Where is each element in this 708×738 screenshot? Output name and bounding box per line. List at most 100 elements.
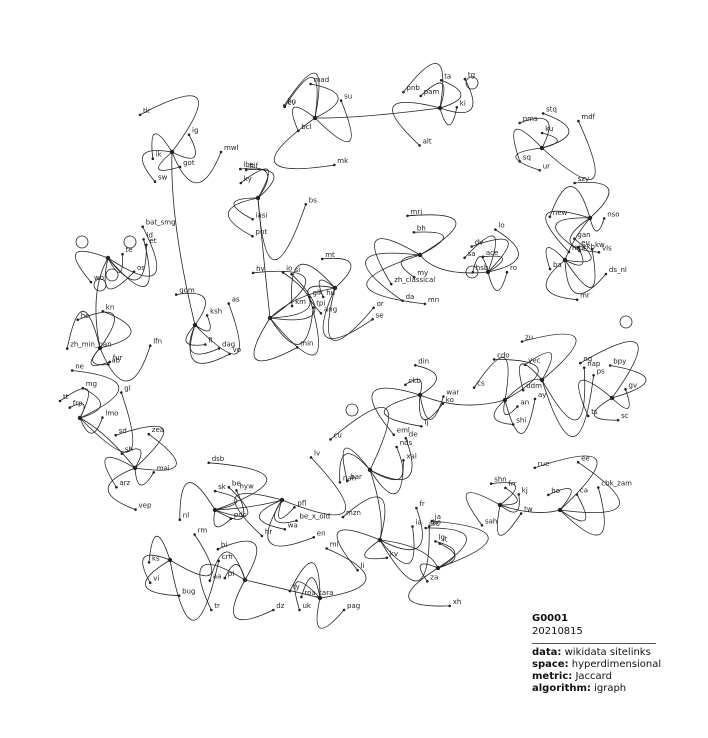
- graph-node-label: shi: [516, 417, 526, 425]
- graph-edge: [384, 394, 422, 427]
- graph-node: [441, 402, 445, 406]
- graph-node-label: wa: [288, 521, 298, 529]
- graph-hub-node: [485, 269, 491, 275]
- graph-hub-node: [279, 497, 285, 503]
- graph-node: [578, 249, 581, 253]
- graph-hub-node: [332, 285, 338, 291]
- graph-node: [210, 608, 213, 612]
- graph-edge: [208, 462, 268, 511]
- graph-node-label: pl: [228, 570, 234, 578]
- graph-edge: [379, 507, 423, 550]
- graph-node-label: gom: [179, 287, 195, 295]
- graph-node-label: eu: [581, 239, 590, 247]
- graph-edge: [158, 151, 181, 171]
- graph-edge: [322, 287, 373, 339]
- graph-node: [371, 318, 374, 321]
- graph-node-label: bi: [221, 541, 227, 549]
- graph-node-label: hr: [265, 528, 272, 536]
- graph-node-label: tr: [214, 602, 220, 610]
- graph-node-label: dag: [222, 340, 235, 348]
- graph-edge: [369, 438, 413, 480]
- graph-edge: [284, 77, 318, 119]
- graph-node-label: szy: [578, 175, 589, 183]
- graph-node-label: bh: [417, 224, 426, 232]
- graph-node-label: ang: [324, 305, 337, 313]
- graph-node: [404, 383, 407, 387]
- graph-edge: [213, 509, 232, 528]
- graph-node-label: ta: [444, 72, 451, 80]
- graph-node-label: new: [553, 209, 568, 217]
- caption-key: data:: [532, 647, 562, 658]
- graph-edge: [104, 456, 136, 488]
- graph-node-label: bcl: [301, 123, 311, 131]
- graph-edge: [314, 107, 441, 119]
- graph-node: [392, 433, 396, 437]
- graph-node: [597, 251, 601, 254]
- graph-node: [260, 534, 264, 538]
- graph-edge: [545, 259, 578, 301]
- graph-node-label: fi: [208, 337, 212, 345]
- graph-node: [70, 369, 74, 372]
- graph-edge: [194, 303, 240, 355]
- graph-edge: [369, 460, 404, 495]
- graph-edge: [69, 403, 85, 419]
- graph-labels: mwliasimadaltstqszyganzh_classicalacemtg…: [63, 71, 637, 610]
- graph-node: [101, 416, 104, 419]
- graph-node-label: ty: [293, 583, 300, 591]
- graph-node-label: ab: [111, 356, 120, 364]
- graph-node: [300, 595, 303, 599]
- graph-edge: [291, 106, 316, 132]
- graph-edge: [611, 389, 630, 409]
- graph-node-label: pdc: [234, 511, 247, 519]
- graph-node-label: ro: [510, 264, 517, 272]
- graph-node-label: roa_tara: [304, 589, 333, 597]
- graph-node: [519, 512, 523, 515]
- graph-node-label: su: [344, 93, 352, 101]
- caption-value: hyperdimensional: [571, 659, 662, 670]
- graph-node: [219, 150, 223, 154]
- graph-hub-node: [77, 415, 83, 421]
- graph-node: [540, 131, 544, 135]
- graph-node-label: bn: [287, 98, 296, 106]
- graph-node: [511, 423, 515, 426]
- graph-edge: [267, 499, 314, 547]
- graph-node-label: nah: [343, 474, 356, 482]
- graph-edge: [121, 448, 142, 469]
- graph-node: [533, 466, 537, 470]
- graph-edge: [431, 520, 489, 569]
- graph-node: [442, 395, 445, 398]
- graph-edge: [541, 120, 596, 180]
- graph-node: [114, 433, 117, 437]
- graph-node: [385, 556, 389, 560]
- graph-node-label: nap: [587, 360, 601, 368]
- graph-node: [297, 129, 300, 133]
- graph-node-label: xh: [453, 598, 462, 606]
- graph-node-label: pnb: [407, 84, 421, 92]
- graph-node: [586, 414, 590, 418]
- graph-node: [604, 272, 608, 276]
- graph-node-label: lfn: [153, 338, 162, 346]
- graph-node-label: war: [446, 389, 459, 397]
- graph-node-label: mn: [428, 296, 439, 304]
- graph-node-label: rm: [198, 527, 208, 535]
- graph-node: [455, 106, 459, 109]
- graph-node-label: te: [126, 246, 133, 254]
- graph-node: [423, 302, 427, 306]
- graph-edge: [369, 446, 404, 480]
- graph-node-label: mdf: [581, 113, 595, 121]
- graph-edge: [419, 563, 439, 582]
- graph-edge: [214, 490, 238, 511]
- graph-node: [463, 77, 467, 81]
- graph-edge: [415, 364, 437, 396]
- graph-node: [229, 517, 233, 521]
- graph-node-label: mk: [337, 157, 349, 165]
- graph-node: [205, 314, 209, 317]
- graph-node: [616, 418, 620, 422]
- graph-node-label: udm: [526, 382, 542, 390]
- graph-node-label: cbk_zam: [601, 480, 632, 488]
- graph-node-label: lbe: [243, 161, 254, 169]
- graph-node-label: zh_classical: [394, 276, 435, 284]
- graph-node-label: io: [286, 265, 292, 273]
- graph-node: [65, 347, 69, 350]
